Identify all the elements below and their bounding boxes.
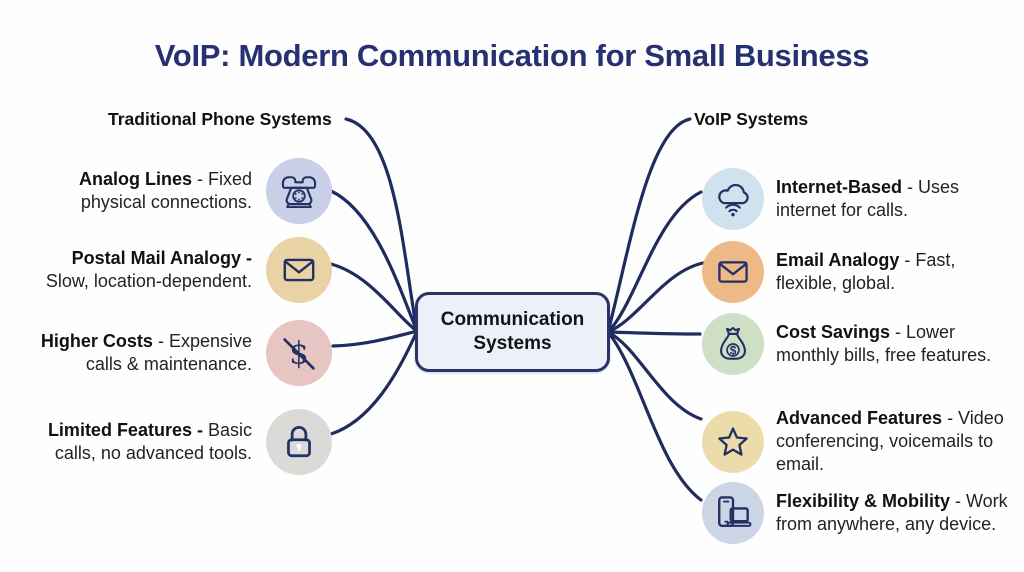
- item-text: Limited Features - Basic calls, no advan…: [47, 420, 252, 463]
- item-text: Analog Lines - Fixed physical connection…: [78, 169, 252, 212]
- page-title: VoIP: Modern Communication for Small Bus…: [154, 38, 870, 73]
- edge-left-header: [344, 117, 419, 333]
- icon-circle: [702, 241, 764, 303]
- left-branch-header: Traditional Phone Systems: [108, 109, 332, 129]
- icon-circle: [266, 409, 332, 475]
- edge-analog: [329, 189, 419, 333]
- list-item-analog-lines: Analog Lines - Fixed physical connection…: [40, 150, 332, 232]
- item-text: Email Analogy - Fast, flexible, global.: [776, 250, 956, 293]
- edge-advanced: [606, 330, 703, 421]
- edge-internet: [606, 190, 703, 334]
- icon-circle: [702, 410, 764, 473]
- center-node: Communication Systems: [415, 292, 610, 372]
- list-item-email-analogy: Email Analogy - Fast, flexible, global.: [702, 231, 1022, 313]
- right-branch-header: VoIP Systems: [694, 109, 809, 129]
- item-text: Advanced Features - Video conferencing, …: [776, 408, 1004, 474]
- icon-circle: [702, 168, 764, 230]
- list-item-higher-costs: Higher Costs - Expensive calls & mainten…: [40, 312, 332, 394]
- postal-envelope-icon: [283, 258, 315, 282]
- rotary-phone-icon: [281, 176, 317, 208]
- list-item-flexibility-mobility: Flexibility & Mobility - Work from anywh…: [702, 472, 1022, 554]
- list-item-internet-based: Internet-Based - Uses internet for calls…: [702, 158, 1022, 240]
- list-item-postal-mail: Postal Mail Analogy - Slow, location-dep…: [40, 229, 332, 311]
- edge-email: [606, 261, 705, 334]
- center-node-label: Communication Systems: [440, 309, 585, 354]
- icon-circle: $: [702, 313, 764, 375]
- list-item-advanced-features: Advanced Features - Video conferencing, …: [702, 389, 1022, 494]
- email-envelope-icon: [718, 261, 748, 283]
- money-bag-icon: $: [720, 326, 746, 360]
- icon-circle: $: [266, 320, 332, 386]
- edge-postal: [329, 262, 419, 333]
- edge-higher-costs: [331, 329, 419, 348]
- phone-laptop-icon: [718, 496, 752, 528]
- no-dollar-icon: $: [283, 337, 315, 372]
- icon-circle: [266, 237, 332, 303]
- item-text: Flexibility & Mobility - Work from anywh…: [776, 491, 1008, 534]
- icon-circle: [702, 482, 764, 544]
- item-text: Cost Savings - Lower monthly bills, free…: [776, 322, 992, 365]
- list-item-cost-savings: $ Cost Savings - Lower monthly bills, fr…: [702, 303, 1022, 385]
- icon-circle: [266, 158, 332, 224]
- padlock-icon: [287, 425, 311, 458]
- edge-cost-savings: [606, 330, 702, 336]
- edge-flexibility: [606, 330, 703, 502]
- star-icon: [718, 426, 748, 456]
- list-item-limited-features: Limited Features - Basic calls, no advan…: [40, 401, 332, 483]
- item-text: Postal Mail Analogy - Slow, location-dep…: [45, 248, 252, 291]
- svg-text:$: $: [730, 344, 737, 358]
- edge-limited: [329, 329, 419, 436]
- item-text: Higher Costs - Expensive calls & mainten…: [40, 331, 252, 374]
- cloud-wifi-icon: [718, 183, 749, 217]
- edge-right-header: [606, 117, 692, 334]
- item-text: Internet-Based - Uses internet for calls…: [776, 177, 960, 220]
